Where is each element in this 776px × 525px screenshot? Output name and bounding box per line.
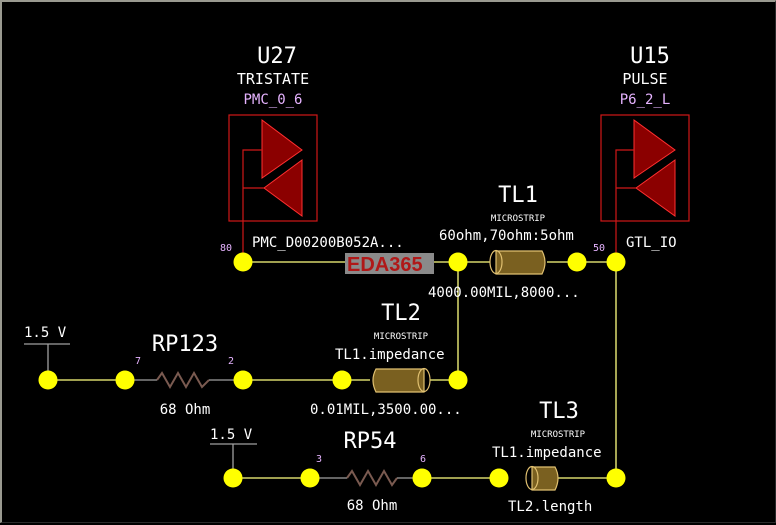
vs2-label: 1.5 V — [210, 427, 253, 443]
rp123-refdes: RP123 — [152, 332, 218, 357]
u15-pin-number: 50 — [593, 243, 605, 254]
voltage-source-2[interactable]: 1.5 V — [210, 427, 257, 478]
nodes — [38, 252, 626, 488]
rp123-zigzag-icon — [156, 370, 210, 390]
node-rp123-right[interactable] — [233, 370, 253, 390]
vs1-label: 1.5 V — [24, 325, 67, 341]
rp54-pin-left: 3 — [316, 454, 322, 465]
rp123-value: 68 Ohm — [160, 402, 211, 418]
tl1-cap — [489, 249, 503, 275]
node-tl2-right[interactable] — [448, 370, 468, 390]
rp54-zigzag-icon — [346, 468, 398, 488]
watermark: EDA365 — [345, 253, 434, 276]
u27-package: PMC_0_6 — [243, 92, 302, 108]
u15-receiver-triangle-icon — [635, 159, 676, 217]
tl3-type: MICROSTRIP — [531, 430, 586, 440]
tl2-impedance: TL1.impedance — [335, 347, 445, 363]
tl3-cylinder-icon — [531, 466, 559, 491]
watermark-text: EDA365 — [347, 254, 423, 276]
u15-refdes: U15 — [630, 44, 670, 69]
tl2-type: MICROSTRIP — [374, 332, 429, 342]
u27-receiver-triangle-icon — [263, 159, 303, 217]
node-vs1[interactable] — [38, 370, 58, 390]
u27-pin-number: 80 — [220, 243, 232, 254]
u15-package: P6_2_L — [620, 92, 671, 108]
rp54-refdes: RP54 — [344, 429, 397, 454]
u27-body — [228, 114, 318, 222]
ibis-buffer-u27[interactable]: U27 TRISTATE PMC_0_6 80 PMC_D00200B052A.… — [220, 44, 404, 262]
tl1-cylinder-icon — [495, 250, 546, 275]
u15-signal-name: GTL_IO — [626, 235, 677, 251]
rp54-value: 68 Ohm — [347, 498, 398, 514]
node-tl1-left[interactable] — [448, 252, 468, 272]
tl2-cylinder-icon — [372, 368, 425, 393]
tl1-refdes: TL1 — [498, 183, 538, 208]
tl2-refdes: TL2 — [381, 301, 421, 326]
tl2-length: 0.01MIL,3500.00... — [310, 402, 462, 418]
node-tl3-right[interactable] — [606, 468, 626, 488]
resistor-rp123[interactable]: RP123 68 Ohm 7 2 — [135, 332, 234, 418]
tl3-cap — [525, 465, 539, 491]
resistor-rp54[interactable]: RP54 68 Ohm 3 6 — [316, 429, 426, 514]
u15-model: PULSE — [622, 70, 667, 88]
tline-tl1[interactable]: TL1 MICROSTRIP 60ohm,70ohm:5ohm 4000.00M… — [428, 183, 580, 301]
tline-tl3[interactable]: TL3 MICROSTRIP TL1.impedance TL2.length — [492, 399, 602, 515]
rp123-pin-right: 2 — [228, 356, 234, 367]
watermark-background — [345, 253, 434, 274]
node-tl2-left[interactable] — [332, 370, 352, 390]
u15-pin-lead — [615, 149, 634, 262]
node-rp54-right[interactable] — [412, 468, 432, 488]
tl1-impedance: 60ohm,70ohm:5ohm — [439, 228, 574, 244]
tl3-length: TL2.length — [508, 499, 592, 515]
node-tl1-right[interactable] — [567, 252, 587, 272]
u27-signal-name: PMC_D00200B052A... — [252, 235, 404, 251]
tl3-refdes: TL3 — [539, 399, 579, 424]
tl1-type: MICROSTRIP — [491, 214, 546, 224]
u15-body — [600, 114, 690, 222]
node-tl3-left[interactable] — [489, 468, 509, 488]
node-vs2[interactable] — [223, 468, 243, 488]
tline-tl2[interactable]: TL2 MICROSTRIP TL1.impedance 0.01MIL,350… — [310, 301, 462, 418]
node-u27-pin[interactable] — [233, 252, 253, 272]
tl3-impedance: TL1.impedance — [492, 445, 602, 461]
ibis-buffer-u15[interactable]: U15 PULSE P6_2_L 50 GTL_IO — [593, 44, 690, 262]
node-u15-pin[interactable] — [606, 252, 626, 272]
u27-model: TRISTATE — [237, 70, 309, 88]
node-rp123-left[interactable] — [115, 370, 135, 390]
tl1-length: 4000.00MIL,8000... — [428, 285, 580, 301]
u27-driver-triangle-icon — [261, 119, 303, 179]
rp123-pin-left: 7 — [135, 356, 141, 367]
u27-refdes: U27 — [257, 44, 297, 69]
node-rp54-left[interactable] — [300, 468, 320, 488]
u15-driver-triangle-icon — [633, 119, 676, 179]
u27-pin-lead — [242, 149, 262, 262]
rp54-pin-right: 6 — [420, 454, 426, 465]
tl2-cap — [417, 367, 431, 393]
